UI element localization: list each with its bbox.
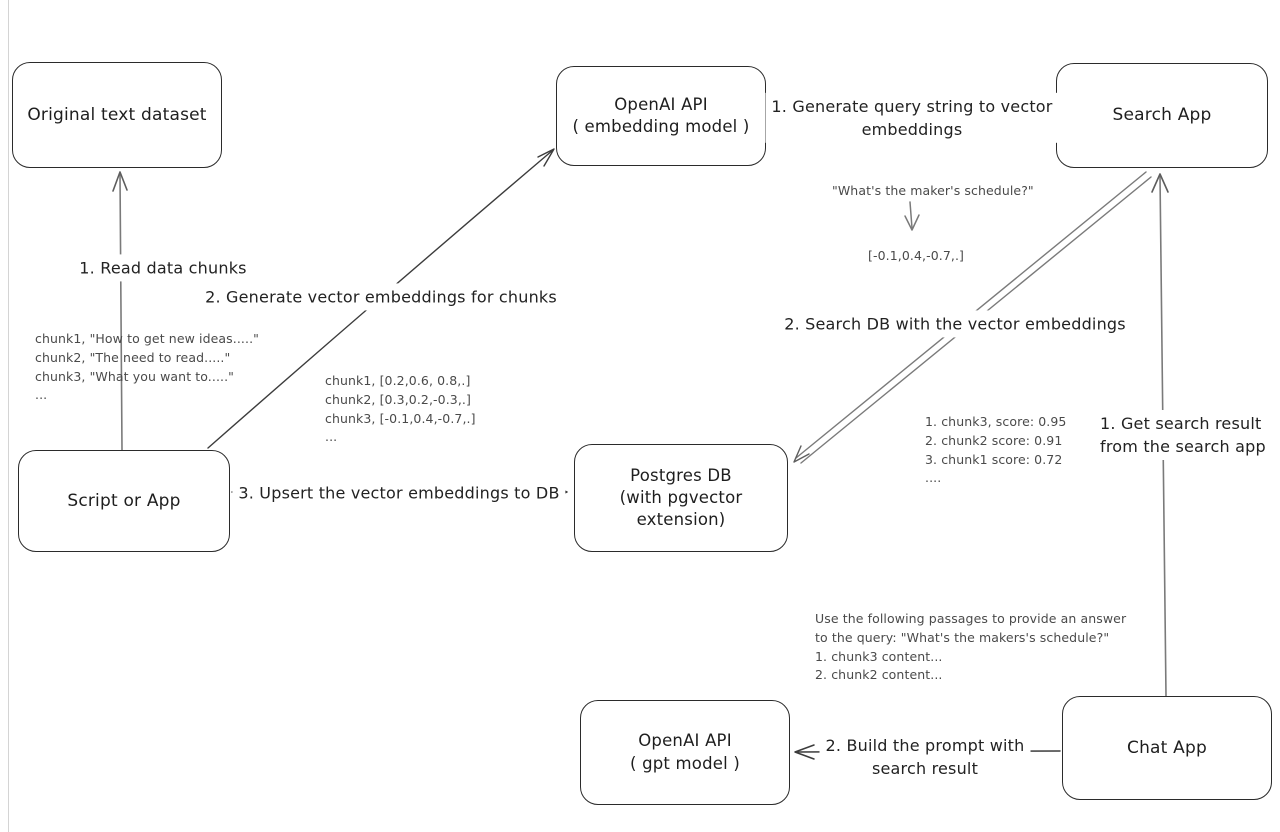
annotation-line: ... [35,387,48,403]
annotation-line: 3. chunk1 score: 0.72 [925,451,1063,467]
node-label: Script or App [67,490,181,511]
node-openai-gpt: OpenAI API ( gpt model ) [580,700,790,805]
node-label-line2: ( gpt model ) [629,753,740,773]
annotation-chunk-vectors: chunk1, [0.2,0.6, 0.8,.] chunk2, [0.3,0.… [325,372,476,447]
node-search-app: Search App [1056,63,1268,168]
annotation-line: chunk3, "What you want to....." [35,368,235,384]
node-openai-embedding: OpenAI API ( embedding model ) [556,66,766,166]
node-label: Original text dataset [27,104,207,125]
annotation-search-results: 1. chunk3, score: 0.95 2. chunk2 score: … [925,413,1066,488]
label-line1: 2. Build the prompt with [825,735,1025,755]
annotation-line: .... [925,470,942,486]
node-script-or-app: Script or App [18,450,230,552]
node-label-line1: OpenAI API [638,731,732,751]
annotation-line: to the query: "What's the makers's sched… [815,629,1110,645]
label-search-db: 2. Search DB with the vector embeddings [778,310,1132,338]
node-original-text-dataset: Original text dataset [12,62,222,168]
node-label-line2: (with pgvector extension) [619,487,743,530]
annotation-line: chunk1, [0.2,0.6, 0.8,.] [325,373,471,388]
annotation-query-example: "What's the maker's schedule?" [832,183,1034,198]
label-get-search-result: 1. Get search result from the search app [1094,410,1272,461]
annotation-line: chunk2, "The need to read....." [35,349,231,365]
label-line2: from the search app [1100,437,1266,457]
node-label-line1: Postgres DB [630,465,732,485]
label-line1: 1. Generate query string to vector [771,96,1053,116]
annotation-line: chunk3, [-0.1,0.4,-0.7,.] [325,410,476,426]
label-generate-embeddings: 2. Generate vector embeddings for chunks [199,283,563,311]
annotation-line: 1. chunk3 content... [815,648,943,664]
annotation-line: 2. chunk2 score: 0.91 [925,432,1063,448]
annotation-line: chunk2, [0.3,0.2,-0.3,.] [325,391,471,407]
node-postgres-db: Postgres DB (with pgvector extension) [574,444,788,552]
node-label: Search App [1112,105,1212,126]
label-line2: search result [871,759,979,778]
arrow-query-example-down [904,201,920,231]
arrow-read-data-chunks [112,171,128,451]
annotation-line: ... [325,429,338,445]
annotation-line: Use the following passages to provide an… [815,611,1127,626]
label-line1: 1. Get search result [1100,414,1262,433]
annotation-line: 1. chunk3, score: 0.95 [925,414,1067,429]
node-label-line1: OpenAI API [614,94,708,114]
label-upsert-embeddings: 3. Upsert the vector embeddings to DB [232,479,566,507]
node-label-line2: ( embedding model ) [572,117,750,136]
node-chat-app: Chat App [1062,696,1272,800]
annotation-line: chunk1, "How to get new ideas....." [35,331,259,346]
label-line2: embeddings [861,120,963,139]
label-read-data-chunks: 1. Read data chunks [73,254,253,282]
annotation-chunk-texts: chunk1, "How to get new ideas....." chun… [35,330,259,405]
canvas-edge-line [8,0,9,832]
node-label: Chat App [1127,737,1207,758]
label-query-to-vector: 1. Generate query string to vector embed… [765,92,1059,144]
label-build-prompt: 2. Build the prompt with search result [819,731,1031,783]
annotation-query-vector: [-0.1,0.4,-0.7,.] [868,248,965,263]
annotation-line: 2. chunk2 content... [815,667,943,683]
annotation-prompt: Use the following passages to provide an… [815,610,1126,685]
